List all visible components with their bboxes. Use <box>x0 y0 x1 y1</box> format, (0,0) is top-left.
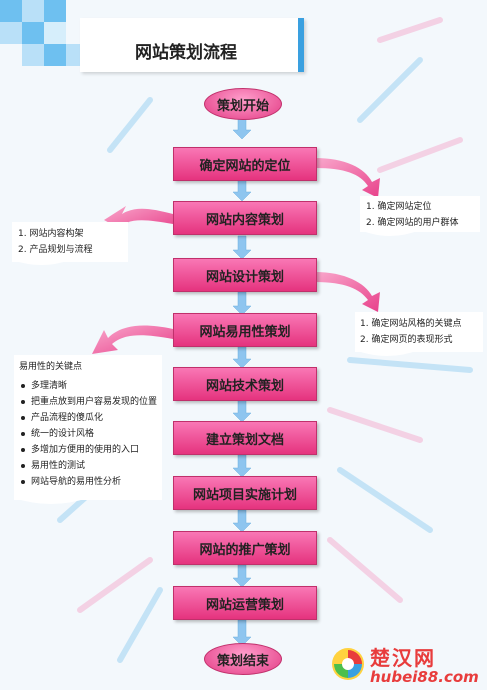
watermark-url: hubei88.com <box>370 668 479 686</box>
callout-arrow-usability <box>92 325 173 354</box>
flow-arrow-6 <box>232 454 252 478</box>
step-planning-document: 建立策划文档 <box>173 421 317 455</box>
logo-mark-icon <box>332 648 364 680</box>
note-positioning: 1. 确定网站定位 2. 确定网站的用户群体 <box>360 196 480 232</box>
step-technology-planning: 网站技术策划 <box>173 367 317 401</box>
flow-arrow-8 <box>232 564 252 588</box>
note-design: 1. 确定网站风格的关键点 2. 确定网页的表现形式 <box>355 312 483 352</box>
flow-arrow-7 <box>232 509 252 533</box>
step-design-planning: 网站设计策划 <box>173 258 317 292</box>
note-item: 1. 确定网站风格的关键点 <box>360 319 462 329</box>
note-bullet: 多增加方便用的使用的入口 <box>21 442 162 458</box>
end-oval: 策划结束 <box>204 643 282 675</box>
note-bullet: 产品流程的傻瓜化 <box>21 410 162 426</box>
corner-tiles <box>0 0 88 66</box>
callout-arrow-design <box>315 272 380 312</box>
note-item: 2. 产品规划与流程 <box>18 245 93 255</box>
step-promotion-planning: 网站的推广策划 <box>173 531 317 565</box>
radial-streaks <box>57 17 473 663</box>
note-item: 2. 确定网页的表现形式 <box>360 335 453 345</box>
note-bullet: 把重点放到用户容易发现的位置 <box>21 394 162 410</box>
start-oval: 策划开始 <box>204 88 282 120</box>
flow-arrow-3 <box>232 291 252 316</box>
page-title: 网站策划流程 <box>135 43 237 63</box>
step-usability-planning: 网站易用性策划 <box>173 313 317 347</box>
step-implementation-plan: 网站项目实施计划 <box>173 476 317 510</box>
note-bullet: 多理清晰 <box>21 378 162 394</box>
note-bullet: 网站导航的易用性分析 <box>21 474 162 490</box>
watermark-logo: 楚汉网 hubei88.com <box>330 642 480 688</box>
flow-arrow-4 <box>232 346 252 369</box>
note-item: 2. 确定网站的用户群体 <box>366 218 459 228</box>
note-item: 1. 确定网站定位 <box>366 202 432 212</box>
note-content: 1. 网站内容构架 2. 产品规划与流程 <box>12 222 128 262</box>
flow-arrow-0 <box>232 117 252 140</box>
flow-arrow-5 <box>232 399 252 423</box>
title-box <box>80 18 304 72</box>
step-content-planning: 网站内容策划 <box>173 201 317 235</box>
note-item: 1. 网站内容构架 <box>18 229 84 239</box>
flow-arrow-1 <box>232 179 252 202</box>
note-bullet: 易用性的测试 <box>21 458 162 474</box>
note-bullet: 统一的设计风格 <box>21 426 162 442</box>
step-positioning: 确定网站的定位 <box>173 147 317 181</box>
note-usability-title: 易用性的关键点 <box>19 362 83 372</box>
callout-arrow-positioning <box>315 158 380 198</box>
flow-arrow-2 <box>232 235 252 260</box>
watermark-brand: 楚汉网 <box>370 646 436 670</box>
step-operation-planning: 网站运营策划 <box>173 586 317 620</box>
note-usability: 易用性的关键点 多理清晰 把重点放到用户容易发现的位置 产品流程的傻瓜化 统一的… <box>14 355 162 500</box>
flow-arrow-9 <box>232 619 252 647</box>
